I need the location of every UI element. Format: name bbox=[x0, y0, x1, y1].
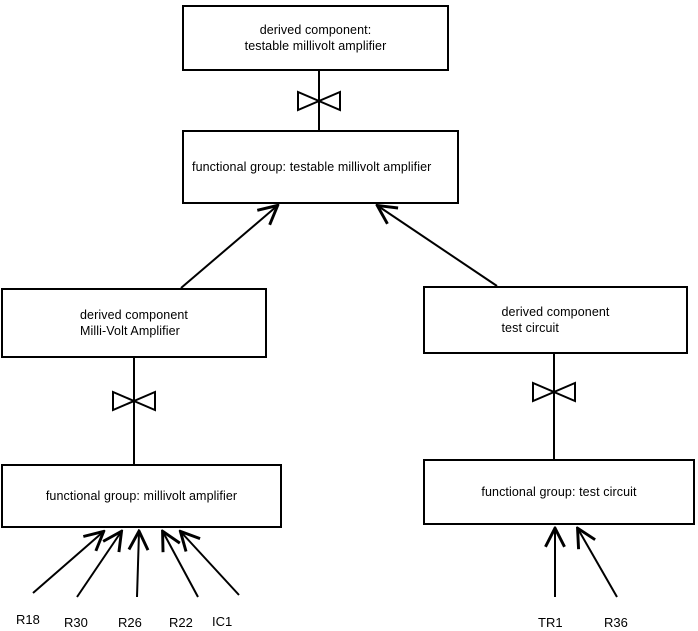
node-derived-component-test-circuit[interactable]: derived component test circuit bbox=[423, 286, 688, 354]
node-derived-component-testable-millivolt-amplifier[interactable]: derived component: testable millivolt am… bbox=[182, 5, 449, 71]
node-label: functional group: millivolt amplifier bbox=[45, 489, 238, 503]
arrow-r22-to-fg-mvamp bbox=[163, 532, 199, 598]
leaf-label-r26: R26 bbox=[118, 615, 142, 630]
arrow-r26-to-fg-mvamp bbox=[137, 532, 139, 598]
leaf-label-ic1: IC1 bbox=[212, 614, 233, 629]
bowtie-realization-icon-top bbox=[297, 90, 341, 112]
arrow-testcircuit-to-fg-testable bbox=[378, 206, 498, 287]
node-label: derived component test circuit bbox=[501, 305, 610, 335]
arrow-ic1-to-fg-mvamp bbox=[181, 532, 240, 596]
leaf-label-r22: R22 bbox=[169, 615, 193, 630]
leaf-label-r36: R36 bbox=[604, 615, 628, 630]
leaf-label-tr1: TR1 bbox=[538, 615, 563, 630]
node-functional-group-testable-millivolt-amplifier[interactable]: functional group: testable millivolt amp… bbox=[182, 130, 459, 204]
arrow-r30-to-fg-mvamp bbox=[76, 532, 121, 598]
bowtie-realization-icon-right bbox=[532, 381, 576, 403]
arrow-r18-to-fg-mvamp bbox=[32, 532, 103, 594]
leaf-label-r30: R30 bbox=[64, 615, 88, 630]
node-functional-group-test-circuit[interactable]: functional group: test circuit bbox=[423, 459, 695, 525]
arrow-mvamp-to-fg-testable bbox=[180, 206, 277, 289]
node-label: derived component Milli-Volt Amplifier bbox=[79, 308, 189, 338]
bowtie-realization-icon-left bbox=[112, 390, 156, 412]
node-derived-component-milli-volt-amplifier[interactable]: derived component Milli-Volt Amplifier bbox=[1, 288, 267, 358]
node-label: functional group: testable millivolt amp… bbox=[192, 160, 432, 174]
node-functional-group-millivolt-amplifier[interactable]: functional group: millivolt amplifier bbox=[1, 464, 282, 528]
arrow-r36-to-fg-testcircuit bbox=[578, 529, 618, 598]
node-label: functional group: test circuit bbox=[481, 485, 637, 499]
leaf-label-r18: R18 bbox=[16, 612, 40, 627]
node-label: derived component: testable millivolt am… bbox=[244, 23, 387, 53]
